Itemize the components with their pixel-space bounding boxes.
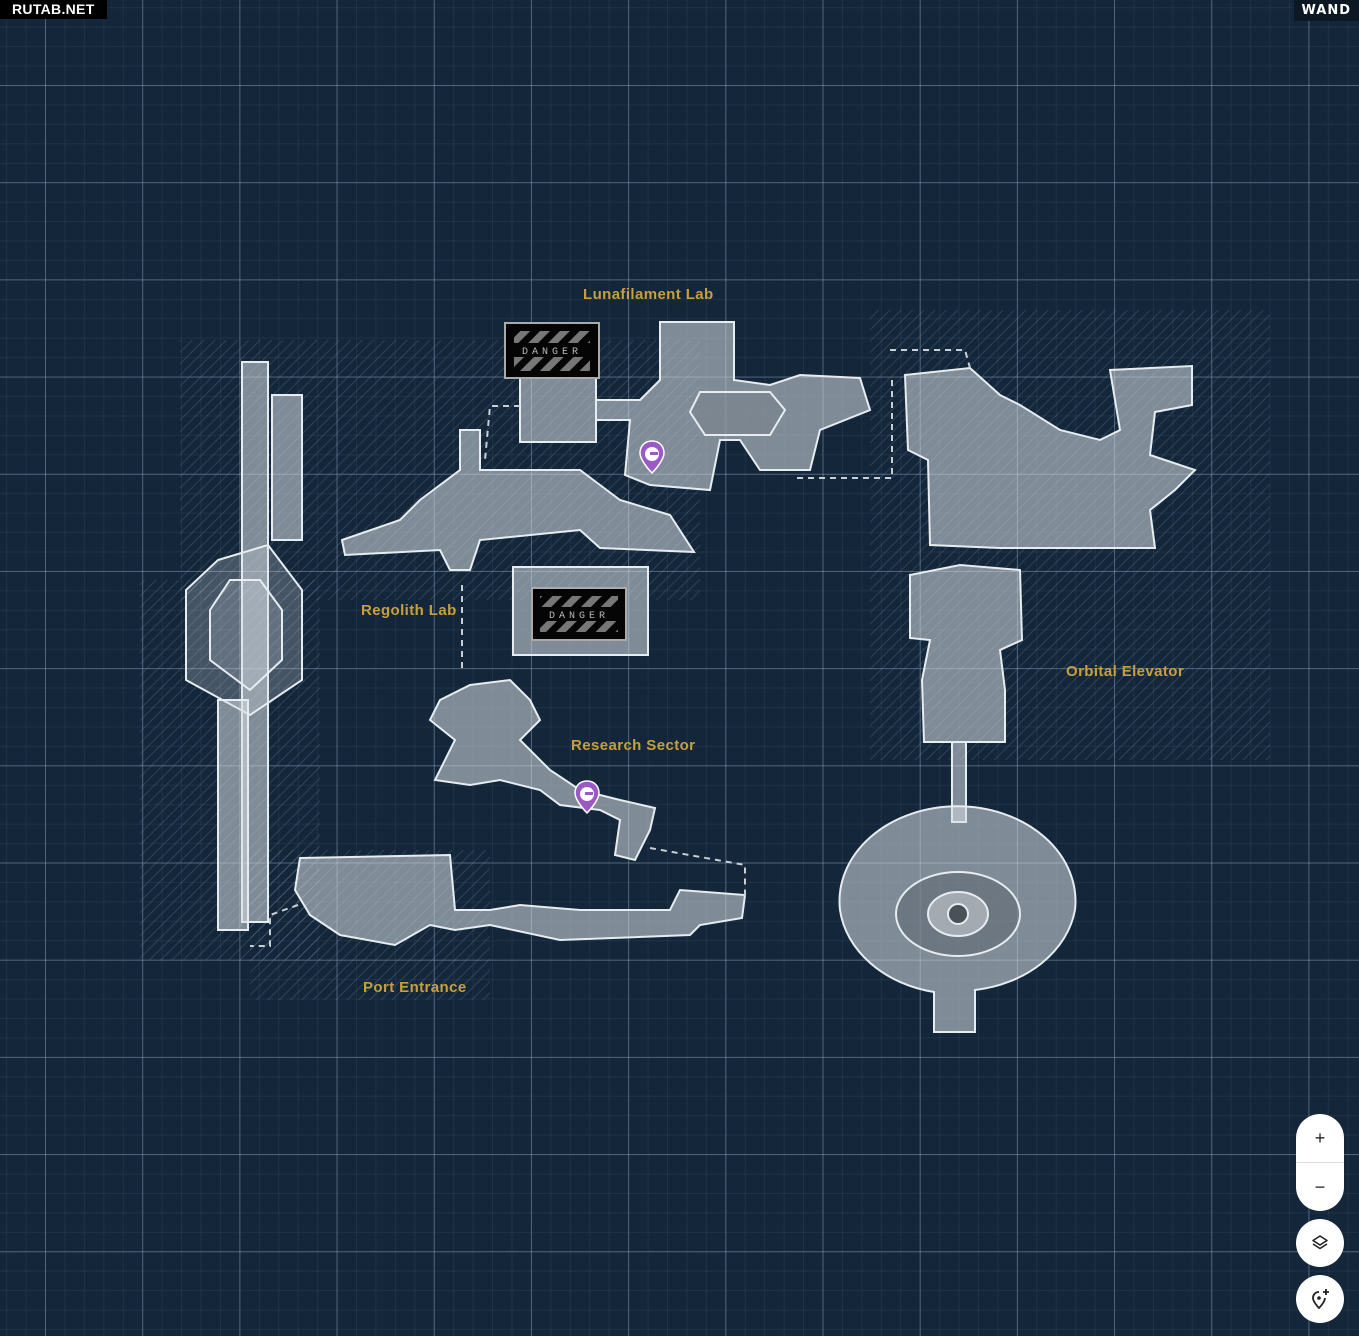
structure-lab-block (519, 377, 597, 443)
structure-elevator-tower (909, 563, 1024, 743)
layers-icon (1312, 1235, 1328, 1250)
zoom-out-button[interactable]: − (1314, 1176, 1326, 1197)
zoom-in-button[interactable]: + (1314, 1127, 1326, 1148)
map-pin-icon[interactable] (574, 780, 600, 814)
watermark: RUTAB.NET (0, 0, 107, 19)
map-structures (185, 321, 1197, 1033)
location-label-port-entrance[interactable]: Port Entrance (363, 979, 467, 996)
structure-hex (185, 543, 303, 717)
layers-button[interactable] (1296, 1219, 1344, 1267)
location-label-research-sector[interactable]: Research Sector (571, 737, 696, 754)
map-pin-icon[interactable] (639, 440, 665, 474)
add-marker-icon (1312, 1289, 1329, 1310)
location-label-regolith-lab[interactable]: Regolith Lab (361, 602, 457, 619)
danger-text: DANGER (549, 611, 609, 622)
add-marker-button[interactable] (1296, 1275, 1344, 1323)
map-paths (250, 349, 971, 947)
location-label-orbital-elevator[interactable]: Orbital Elevator (1066, 663, 1185, 680)
danger-text: DANGER (522, 347, 582, 358)
danger-sign-1: DANGER (504, 322, 600, 379)
location-label-lunafilament-lab[interactable]: Lunafilament Lab (583, 286, 714, 303)
brand-logo: WAND (1293, 0, 1359, 21)
divider (1296, 1162, 1344, 1163)
danger-sign-2: DANGER (531, 587, 627, 641)
zoom-controls: + − (1296, 1114, 1344, 1211)
